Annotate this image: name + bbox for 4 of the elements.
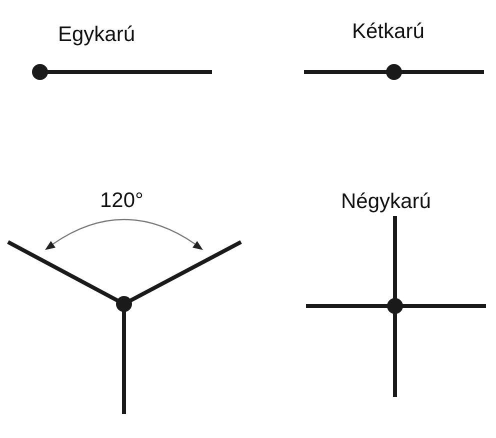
figure-caption: Kétkarú — [352, 21, 424, 42]
angle-label: 120° — [100, 190, 144, 211]
figure-caption: Egykarú — [58, 24, 136, 45]
figure-caption: Négykarú — [341, 191, 431, 212]
